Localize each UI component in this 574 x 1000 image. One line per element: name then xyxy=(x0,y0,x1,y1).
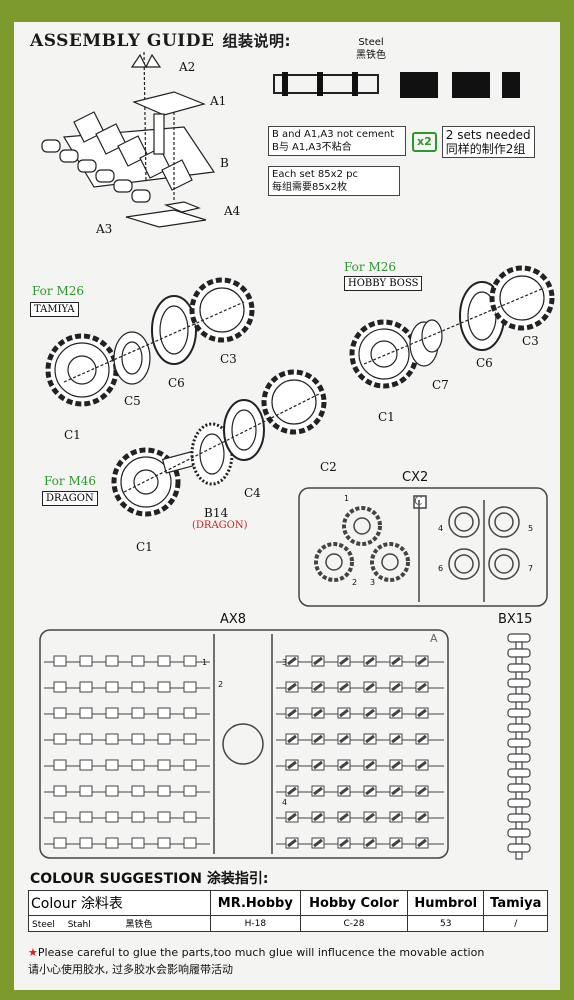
hobbyboss-part-c6: C6 xyxy=(476,356,493,370)
bx15-sprue-name: BX15 xyxy=(498,612,533,627)
tamiya-for-label: For M26 xyxy=(32,284,85,298)
dragon-sprocket-drawing xyxy=(111,369,327,517)
warning-star-icon: ★ xyxy=(28,946,38,959)
glue-warning: ★Please careful to glue the parts,too mu… xyxy=(28,946,485,976)
colour-header-humbrol: Humbrol xyxy=(406,890,485,916)
tamiya-code-cell: / xyxy=(483,915,548,932)
steel-color-label: Steel 黑铁色 xyxy=(356,37,386,61)
part-label-a4: A4 xyxy=(224,204,241,218)
part-label-a2: A2 xyxy=(179,60,196,74)
colour-header-hobbycolor: Hobby Color xyxy=(300,890,408,916)
colour-suggestion-title: COLOUR SUGGESTION 涂装指引: xyxy=(30,871,269,887)
ax8-num-1: 1 xyxy=(202,658,208,667)
hobbyboss-part-c3: C3 xyxy=(522,334,539,348)
ax8-num-3: 3 xyxy=(282,658,288,667)
colour-header-colour: Colour 涂料表 xyxy=(28,890,211,916)
steel-swatches xyxy=(273,72,520,98)
cx2-num-1: 1 xyxy=(344,494,350,503)
each-set-note: Each set 85x2 pc 每组需要85x2枚 xyxy=(268,166,400,196)
ax8-num-2: 2 xyxy=(218,680,224,689)
hobbyboss-part-c1: C1 xyxy=(378,410,395,424)
ax8-sprue-name: AX8 xyxy=(220,612,247,627)
cx2-num-2: 2 xyxy=(352,578,358,587)
part-label-a1: A1 xyxy=(210,94,227,108)
tamiya-part-c3: C3 xyxy=(220,352,237,366)
cx2-num-5: 5 xyxy=(528,524,534,533)
hobbyboss-for-label: For M26 xyxy=(344,260,397,274)
humbrol-code-cell: 53 xyxy=(406,915,485,932)
mrhobby-code-cell: H-18 xyxy=(209,915,302,932)
cx2-num-6: 6 xyxy=(438,564,444,573)
hobbyboss-part-c7: C7 xyxy=(432,378,449,392)
two-sets-note: x2 2 sets needed 同样的制作2组 xyxy=(412,126,535,158)
part-label-b: B xyxy=(220,156,229,170)
ax8-num-4: 4 xyxy=(282,798,288,807)
colour-table: Colour 涂料表 MR.Hobby Hobby Color Humbrol … xyxy=(28,890,548,932)
dragon-part-c1: C1 xyxy=(136,540,153,554)
dragon-part-b14: B14 xyxy=(204,506,229,520)
dragon-part-c4: C4 xyxy=(244,486,261,500)
part-label-a3: A3 xyxy=(96,222,113,236)
ax8-sprue-drawing xyxy=(39,629,449,859)
x2-badge: x2 xyxy=(412,132,437,152)
cx2-sprue-name: CX2 xyxy=(402,470,429,485)
tamiya-part-c5: C5 xyxy=(124,394,141,408)
colour-table-header: Colour 涂料表 MR.Hobby Hobby Color Humbrol … xyxy=(28,890,548,916)
tamiya-sprocket-drawing xyxy=(45,277,255,407)
dragon-for-label: For M46 xyxy=(44,474,97,488)
dragon-part-c2: C2 xyxy=(320,460,337,474)
dragon-brand-label: DRAGON xyxy=(42,491,98,506)
table-row: Steel Stahl 黑铁色 H-18 C-28 53 / xyxy=(28,915,548,932)
cx2-num-3: 3 xyxy=(370,578,376,587)
tamiya-brand-label: TAMIYA xyxy=(30,302,79,317)
tamiya-part-c1: C1 xyxy=(64,428,81,442)
hobbycolor-code-cell: C-28 xyxy=(300,915,408,932)
colour-header-mrhobby: MR.Hobby xyxy=(209,890,302,916)
hobbyboss-brand-label: HOBBY BOSS xyxy=(344,276,423,291)
track-assembly-drawing xyxy=(41,51,216,228)
cement-note: B and A1,A3 not cement B与 A1,A3不粘合 xyxy=(268,126,406,156)
cx2-num-4: 4 xyxy=(438,524,444,533)
tamiya-part-c6: C6 xyxy=(168,376,185,390)
cx2-sprue-drawing xyxy=(298,487,548,607)
ax8-sprue-tag: A xyxy=(430,632,438,645)
diagram-artwork xyxy=(39,51,555,860)
colour-name-cell: Steel Stahl 黑铁色 xyxy=(28,915,211,932)
colour-header-tamiya: Tamiya xyxy=(483,890,548,916)
cx2-num-7: 7 xyxy=(528,564,534,573)
dragon-b14-note: (DRAGON) xyxy=(192,520,248,531)
bx15-sprue-drawing xyxy=(507,633,531,860)
hobbyboss-sprocket-drawing xyxy=(349,265,555,389)
cx2-sprue-tag: C xyxy=(414,494,423,508)
